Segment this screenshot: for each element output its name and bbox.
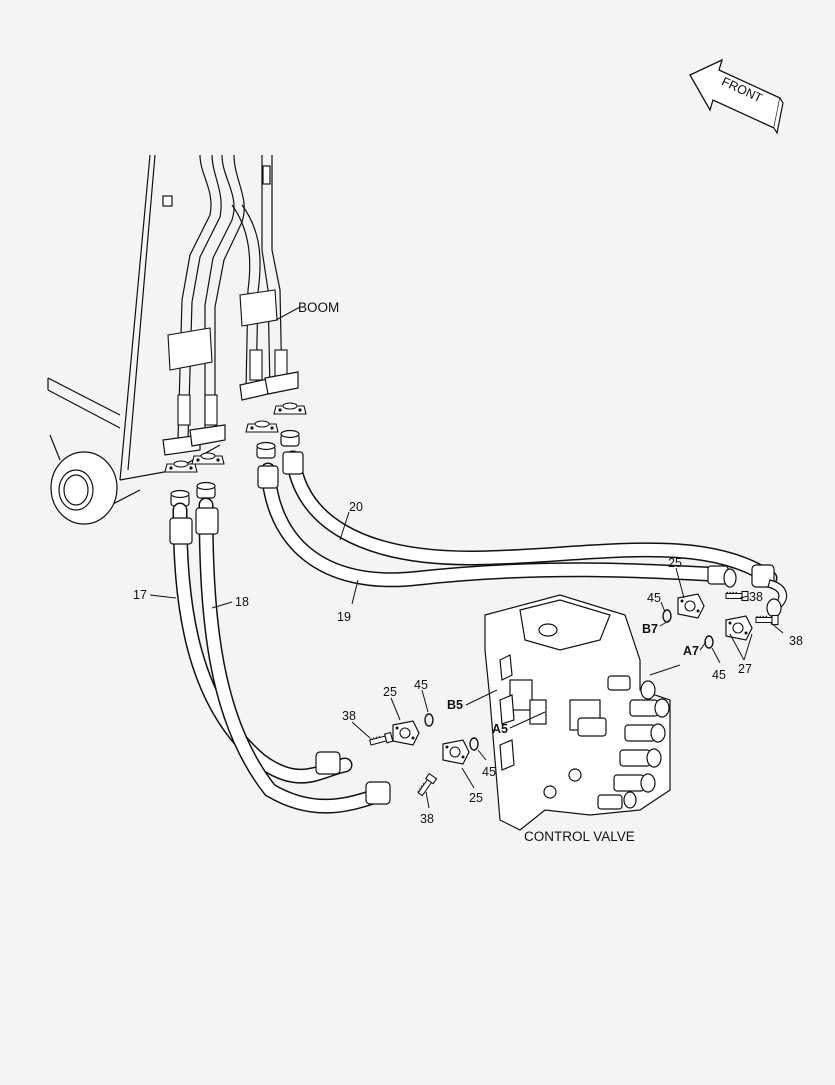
hose-20 — [285, 450, 778, 586]
hose-20-label: 20 — [349, 500, 363, 514]
bolt-38-left — [368, 731, 394, 748]
split-flange-25-a5 — [442, 739, 470, 765]
split-flange-19 — [245, 420, 279, 433]
split-flange-25-b7 — [677, 593, 705, 619]
o-ring-45-right-label: 45 — [712, 668, 726, 682]
valve-spools — [577, 675, 670, 810]
hose-19-label: 19 — [337, 610, 351, 624]
bolt-38-top1 — [725, 590, 749, 602]
steel-pipes-left — [177, 154, 245, 441]
port-b5-label: B5 — [447, 698, 463, 712]
bolt-38-top1-label: 38 — [749, 590, 763, 604]
hose-fitting-19 — [256, 441, 276, 459]
steel-pipes-right — [231, 155, 283, 391]
split-flange-20 — [273, 402, 307, 415]
control-valve-label: CONTROL VALVE — [524, 829, 635, 844]
pipe-end-flanges — [162, 371, 299, 456]
port-b7-label: B7 — [642, 622, 658, 636]
port-a5-label: A5 — [492, 722, 508, 736]
hose-ferrules — [169, 451, 775, 805]
o-ring-45-top-label: 45 — [647, 591, 661, 605]
hose-elbow-right — [723, 568, 788, 618]
port-a7-label: A7 — [683, 644, 699, 658]
leader-lines — [149, 306, 784, 809]
o-ring-45-lower-label: 45 — [482, 765, 496, 779]
o-ring-a5 — [469, 737, 479, 751]
front-arrow-icon: FRONT — [689, 58, 784, 135]
machine-frame — [47, 154, 271, 525]
bolt-38-left-label: 38 — [342, 709, 356, 723]
pipe-clamps — [167, 289, 288, 426]
o-ring-b5 — [424, 713, 434, 727]
flange-25-left-label: 25 — [383, 685, 397, 699]
hose-18 — [198, 497, 388, 814]
control-valve — [484, 594, 671, 831]
bolt-38-top2-label: 38 — [789, 634, 803, 648]
o-rings — [424, 609, 714, 751]
flange-25-top-label: 25 — [668, 556, 682, 570]
flange-25-lower-label: 25 — [469, 791, 483, 805]
split-flange-25-b5 — [392, 720, 420, 746]
split-flange-27-a7 — [725, 615, 753, 641]
hose-fitting-18 — [196, 481, 216, 499]
flange-27-label: 27 — [738, 662, 752, 676]
hose-17-label: 17 — [133, 588, 147, 602]
boom-label: BOOM — [298, 300, 339, 315]
hose-fitting-20 — [280, 429, 300, 447]
bolt-38-lower-label: 38 — [420, 812, 434, 826]
o-ring-a7 — [704, 635, 714, 649]
split-flange-18 — [191, 452, 225, 465]
hose-18-label: 18 — [235, 595, 249, 609]
hose-19 — [260, 462, 733, 588]
bolt-38-top2 — [755, 614, 779, 626]
o-ring-45-left-label: 45 — [414, 678, 428, 692]
hoses — [172, 450, 778, 814]
